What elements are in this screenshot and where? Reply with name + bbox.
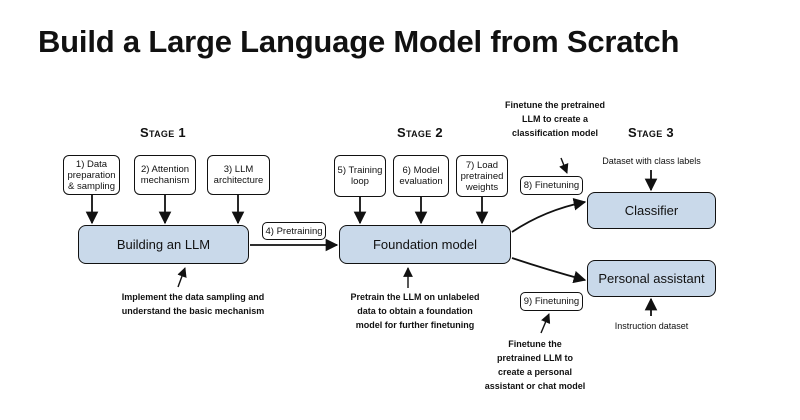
step-load-pretrained-weights: 7) Load pretrained weights xyxy=(456,155,508,197)
arrow-foundation-to-assistant xyxy=(511,257,587,284)
classifier-box: Classifier xyxy=(587,192,716,229)
step-model-evaluation: 6) Model evaluation xyxy=(393,155,449,197)
classification-finetune-note: Finetune the pretrained LLM to create a … xyxy=(504,100,605,138)
class-labels-dataset-label: Dataset with class labels xyxy=(602,156,701,166)
stage-1-description: Implement the data sampling and understa… xyxy=(121,292,265,316)
pointer-stage1-note xyxy=(177,267,187,288)
foundation-model-box: Foundation model xyxy=(339,225,511,264)
stage-1-heading: Stage 1 xyxy=(140,125,186,140)
instruction-dataset-label: Instruction dataset xyxy=(614,321,689,331)
step-pretraining: 4) Pretraining xyxy=(262,222,326,240)
step-llm-architecture: 3) LLM architecture xyxy=(207,155,270,195)
page-title: Build a Large Language Model from Scratc… xyxy=(38,24,680,59)
step-attention-mechanism: 2) Attention mechanism xyxy=(134,155,196,195)
step-training-loop: 5) Training loop xyxy=(334,155,386,197)
building-an-llm-box: Building an LLM xyxy=(78,225,249,264)
pointer-chat-note xyxy=(540,313,551,334)
personal-assistant-box: Personal assistant xyxy=(587,260,716,297)
step-finetuning-8: 8) Finetuning xyxy=(520,176,583,195)
step-finetuning-9: 9) Finetuning xyxy=(520,292,583,311)
arrow-foundation-to-classifier xyxy=(511,198,587,233)
stage-2-description: Pretrain the LLM on unlabeled data to ob… xyxy=(350,292,480,330)
step-data-preparation: 1) Data preparation & sampling xyxy=(63,155,120,195)
stage-2-heading: Stage 2 xyxy=(397,125,443,140)
pointer-classification-note xyxy=(559,157,569,174)
stage-3-heading: Stage 3 xyxy=(628,125,674,140)
chat-finetune-note: Finetune the pretrained LLM to create a … xyxy=(484,339,586,391)
